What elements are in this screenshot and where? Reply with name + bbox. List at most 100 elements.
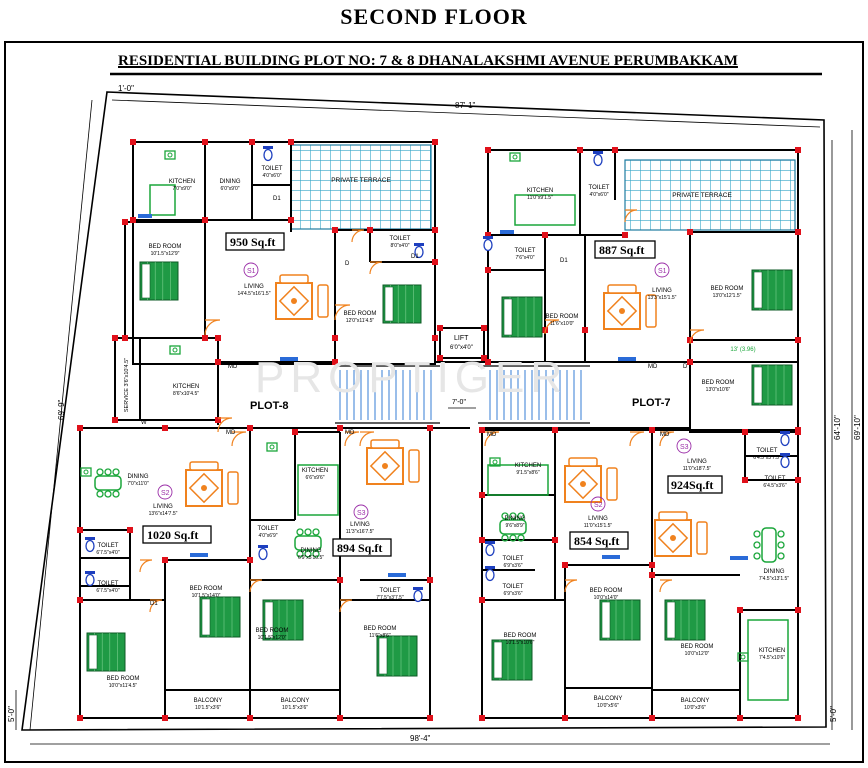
column-marker (427, 425, 433, 431)
window (388, 573, 406, 577)
sofa-set-icon (654, 511, 708, 557)
dim-top-offset: 1'-0" (118, 84, 134, 93)
dimension-lines (15, 99, 853, 745)
column-marker (485, 232, 491, 238)
sink-icon (164, 150, 176, 160)
toilet-icon (258, 545, 268, 561)
dim-left-height: 69'-9" (57, 399, 66, 420)
room-name: BALCONY (681, 698, 710, 704)
stair-left-steps (339, 370, 432, 420)
room-name: LIVING (652, 288, 672, 294)
sink-icon (266, 442, 278, 452)
room-size: 6'4.5"x3'7.5" (753, 455, 781, 461)
room-size: 10'0"x12'0" (685, 651, 710, 657)
column-marker (77, 527, 83, 533)
room-name: TOILET (262, 166, 283, 172)
room-size: 10'0"x14'0" (594, 595, 619, 601)
column-marker (127, 527, 133, 533)
walls (79, 141, 799, 719)
page-subtitle: RESIDENTIAL BUILDING PLOT NO: 7 & 8 DHAN… (118, 53, 738, 69)
room-name: LIVING (244, 284, 264, 290)
column-marker (332, 227, 338, 233)
sink-icon (737, 652, 749, 662)
column-marker (288, 139, 294, 145)
door-label-md-5: MD (487, 432, 497, 438)
dining-set-icon (499, 512, 527, 542)
column-marker (795, 147, 801, 153)
area-1020: 1020 Sq.ft (147, 528, 198, 542)
columns (77, 139, 801, 721)
column-marker (742, 477, 748, 483)
room-name: BALCONY (194, 698, 223, 704)
room-size: 13'3"x15'1.5" (648, 295, 677, 301)
room-size: 6'7.5"x4'0" (96, 588, 119, 594)
room-name: KITCHEN (515, 463, 541, 469)
sink-icon (80, 467, 92, 477)
column-marker (542, 232, 548, 238)
room-name: KITCHEN (527, 188, 553, 194)
green-counters (149, 184, 789, 701)
room-size: 4'0"x6'0" (262, 173, 281, 179)
column-marker (215, 417, 221, 423)
sink-icon (509, 152, 521, 162)
room-name: BED ROOM (590, 588, 623, 594)
column-marker (481, 355, 487, 361)
bed-icon (491, 639, 533, 681)
room-name: PRIVATE TERRACE (672, 192, 732, 199)
column-marker (552, 427, 558, 433)
room-size: 7'0"x9'0" (172, 186, 191, 192)
stair-right-steps (478, 365, 590, 424)
room-name: BED ROOM (702, 380, 735, 386)
column-marker (162, 425, 168, 431)
room-name: BED ROOM (190, 586, 223, 592)
door-swing (659, 579, 673, 593)
column-marker (202, 217, 208, 223)
door-swing (544, 319, 560, 335)
column-marker (427, 577, 433, 583)
column-marker (562, 562, 568, 568)
sofa-set-icon (564, 457, 618, 503)
unit-s2-left: S2 (161, 490, 170, 497)
door-label-d: D (683, 364, 688, 370)
door-swing (139, 559, 153, 573)
room-name: DINING (128, 474, 149, 480)
room-name: LIVING (153, 504, 173, 510)
door-swing (339, 599, 353, 613)
bed-icon (664, 599, 706, 641)
room-size: 10'0"x11'4.5" (109, 683, 138, 689)
column-marker (215, 359, 221, 365)
toilet-icon (483, 236, 493, 252)
column-marker (649, 562, 655, 568)
toilet-icon (413, 587, 423, 603)
sofa-set-icon (185, 461, 239, 507)
column-marker (432, 139, 438, 145)
column-marker (562, 715, 568, 721)
door-swing (564, 579, 578, 593)
dim-right-inner: 64'-10" (833, 415, 842, 440)
watermark: PROPTIGER (255, 353, 568, 402)
area-854: 854 Sq.ft (574, 534, 619, 548)
toilet-icon (780, 453, 790, 469)
sofa-set-icon (366, 439, 420, 485)
column-marker (292, 429, 298, 435)
door-swing (484, 431, 500, 447)
door-swing (249, 579, 263, 593)
room-name: BED ROOM (364, 626, 397, 632)
sink-icon (169, 345, 181, 355)
room-name: PRIVATE TERRACE (331, 177, 391, 184)
door-swing (629, 431, 645, 447)
door-swing (231, 431, 247, 447)
unit-s3-left: S3 (357, 510, 366, 517)
door-label-md-6: MD (660, 432, 670, 438)
room-size: 10'0"x5'6" (597, 703, 619, 709)
bed-icon (501, 296, 543, 338)
door-swing (149, 599, 163, 613)
toilet-icon (593, 151, 603, 167)
room-name: DINING (764, 569, 785, 575)
room-name: TOILET (98, 581, 119, 587)
column-marker (649, 427, 655, 433)
bed-icon (599, 599, 641, 641)
column-marker (122, 219, 128, 225)
area-924: 924Sq.ft (671, 478, 713, 492)
room-name: BED ROOM (107, 676, 140, 682)
